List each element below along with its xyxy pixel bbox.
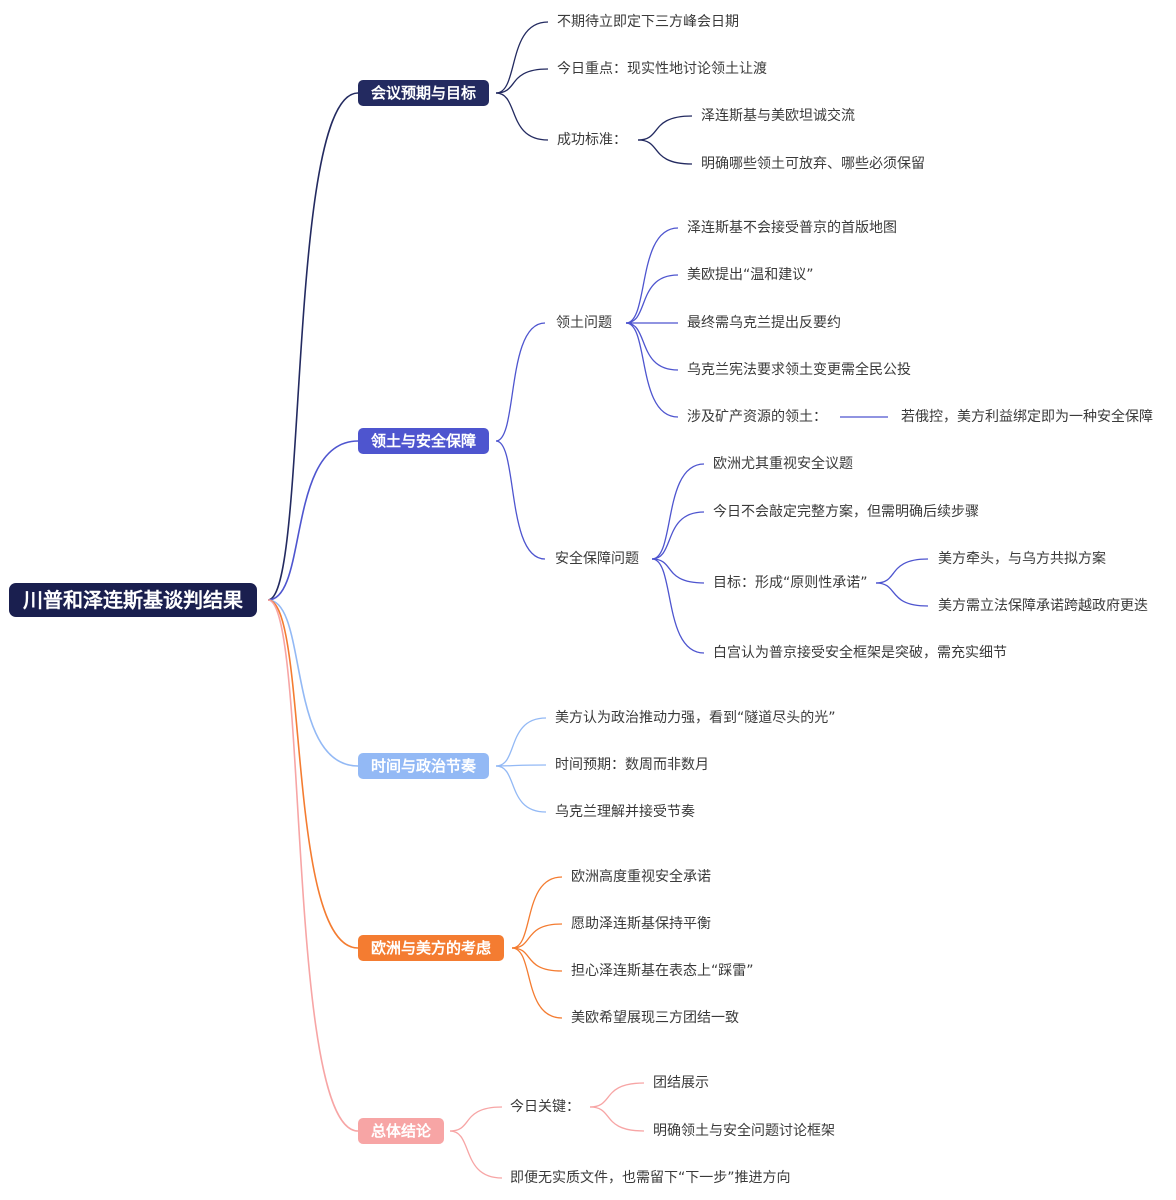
leaf-us-interest-guarantee[interactable]: 若俄控，美方利益绑定即为一种安全保障 (901, 409, 1153, 425)
edge-item (511, 947, 563, 972)
leaf-mild-suggestion[interactable]: 美欧提出“温和建议” (687, 267, 814, 283)
leaf-no-summit-date[interactable]: 不期待立即定下三方峰会日期 (557, 14, 739, 30)
leaf-today-key[interactable]: 今日关键： (510, 1099, 580, 1115)
leaf-help-balance[interactable]: 愿助泽连斯基保持平衡 (571, 916, 711, 932)
edge-root-branch (267, 92, 359, 601)
edge-root-branch (267, 599, 359, 767)
edge-item (449, 1130, 503, 1179)
edge-item (495, 68, 549, 94)
branch-conclusion[interactable]: 总体结论 (358, 1118, 445, 1144)
leaf-clarify-territory[interactable]: 明确哪些领土可放弃、哪些必须保留 (701, 156, 925, 172)
leaf-show-unity[interactable]: 美欧希望展现三方团结一致 (571, 1010, 739, 1026)
leaf-frank-exchange[interactable]: 泽连斯基与美欧坦诚交流 (701, 108, 855, 124)
edge-item (637, 139, 693, 165)
leaf-referendum[interactable]: 乌克兰宪法要求领土变更需全民公投 (687, 362, 911, 378)
edge-item (495, 440, 546, 560)
leaf-success-criteria[interactable]: 成功标准： (557, 132, 627, 148)
leaf-no-full-plan[interactable]: 今日不会敲定完整方案，但需明确后续步骤 (713, 504, 979, 520)
edge-item (589, 1082, 645, 1108)
edge-item (625, 274, 679, 324)
edge-item (625, 227, 679, 324)
edge-item (651, 558, 705, 654)
edge-item (495, 765, 547, 813)
leaf-territory-issue[interactable]: 领土问题 (556, 315, 612, 331)
edge-item (651, 463, 705, 560)
leaf-mineral-territory[interactable]: 涉及矿产资源的领土： (687, 409, 827, 425)
edge-item (625, 322, 679, 371)
leaf-counter-offer[interactable]: 最终需乌克兰提出反要约 (687, 315, 841, 331)
branch-timing-politics[interactable]: 时间与政治节奏 (358, 753, 490, 779)
leaf-security-issue[interactable]: 安全保障问题 (555, 551, 639, 567)
leaf-ukraine-accepts-pace[interactable]: 乌克兰理解并接受节奏 (555, 804, 695, 820)
edge-item (875, 558, 929, 584)
edge-item (637, 115, 693, 141)
leaf-reject-first-map[interactable]: 泽连斯基不会接受普京的首版地图 (687, 220, 897, 236)
leaf-discussion-framework[interactable]: 明确领土与安全问题讨论框架 (653, 1123, 835, 1139)
leaf-whitehouse-breakthrough[interactable]: 白宫认为普京接受安全框架是突破，需充实细节 (713, 645, 1007, 661)
edge-item (449, 1106, 503, 1132)
leaf-time-expectation[interactable]: 时间预期：数周而非数月 (555, 757, 709, 773)
edge-item (625, 322, 679, 418)
edge-item (511, 876, 563, 949)
leaf-today-focus[interactable]: 今日重点：现实性地讨论领土让渡 (557, 61, 767, 77)
edge-item (495, 717, 547, 767)
edge-root-branch (267, 599, 359, 1132)
edge-item (511, 923, 563, 949)
edge-item (651, 558, 705, 584)
leaf-eu-security-focus[interactable]: 欧洲尤其重视安全议题 (713, 456, 853, 472)
leaf-us-legislation[interactable]: 美方需立法保障承诺跨越政府更迭 (938, 598, 1148, 614)
edge-item (875, 582, 929, 607)
edge-item (511, 947, 563, 1019)
branch-territory-security[interactable]: 领土与安全保障 (358, 428, 490, 454)
edge-root-branch (267, 599, 359, 949)
root-topic[interactable]: 川普和泽连斯基谈判结果 (9, 583, 257, 617)
leaf-unity-display[interactable]: 团结展示 (653, 1075, 709, 1091)
branch-meeting-goals[interactable]: 会议预期与目标 (358, 80, 490, 106)
leaf-next-step[interactable]: 即便无实质文件，也需留下“下一步”推进方向 (510, 1170, 791, 1186)
branch-eu-us-considerations[interactable]: 欧洲与美方的考虑 (358, 935, 505, 961)
leaf-eu-security-commitment[interactable]: 欧洲高度重视安全承诺 (571, 869, 711, 885)
leaf-principle-commitment[interactable]: 目标：形成“原则性承诺” (713, 575, 868, 591)
leaf-us-lead-plan[interactable]: 美方牵头，与乌方共拟方案 (938, 551, 1106, 567)
edge-item (589, 1106, 645, 1132)
leaf-political-momentum[interactable]: 美方认为政治推动力强，看到“隧道尽头的光” (555, 710, 836, 726)
edge-root-branch (267, 440, 359, 601)
leaf-worry-misstep[interactable]: 担心泽连斯基在表态上“踩雷” (571, 963, 754, 979)
edge-item (495, 21, 549, 94)
edge-item (495, 764, 547, 767)
edge-item (495, 322, 546, 442)
edge-item (495, 92, 549, 141)
edge-item (651, 511, 705, 560)
